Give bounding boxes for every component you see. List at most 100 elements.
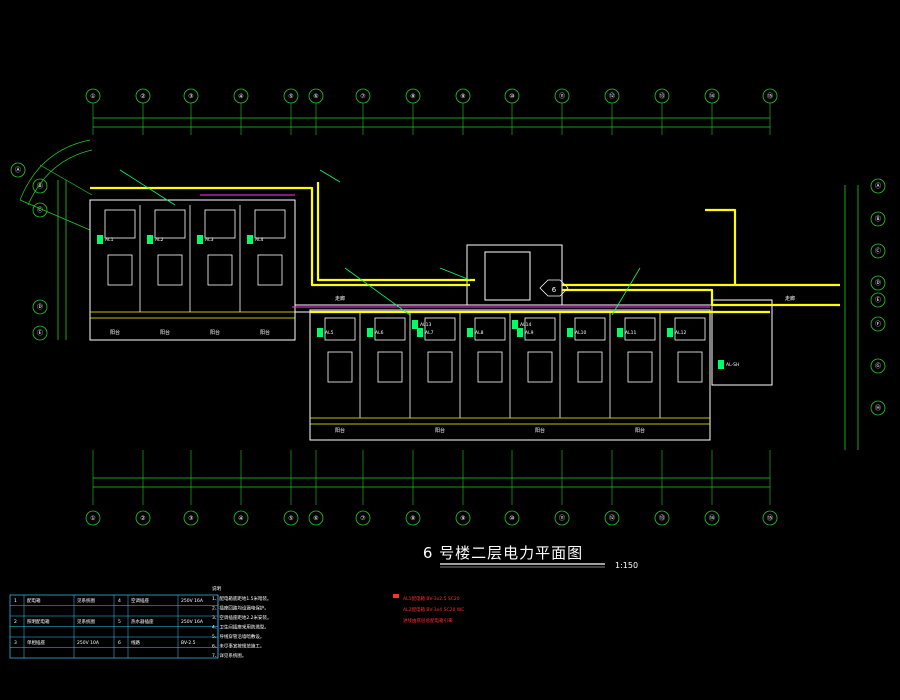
legend-symbol: 热水器插座 <box>131 618 154 625</box>
grid-bubble-top: ① <box>85 88 101 104</box>
legend-spec: 250V 16A <box>181 619 204 625</box>
room-box <box>527 351 553 383</box>
room-label: 走廊 <box>335 295 345 302</box>
dimension-lines <box>57 117 859 488</box>
grid-bubble-label: ③ <box>188 93 193 100</box>
grid-bubble-label: ⑭ <box>709 514 715 522</box>
bathroom-block <box>474 317 506 341</box>
building-tag: 6 <box>539 279 569 297</box>
grid-bubble-label: ⑮ <box>767 514 773 522</box>
panel-label: AL10 <box>575 330 586 336</box>
grid-bubble-label: Ⓒ <box>37 206 43 214</box>
grid-bubble-label: ⑧ <box>410 515 415 522</box>
power-circuits <box>90 182 840 314</box>
panel-box: AL3 <box>197 235 214 244</box>
room-box <box>427 351 453 383</box>
curved-dimension-arc <box>19 139 93 231</box>
grid-bubble-label: Ⓔ <box>875 296 881 304</box>
grid-bubble-label: Ⓒ <box>875 247 881 255</box>
room-box <box>477 351 503 383</box>
grid-bubble-top: ⑦ <box>355 88 371 104</box>
panel-label: AL1 <box>105 237 114 243</box>
drawing-scale: 1:150 <box>615 561 638 570</box>
grid-bubble-left: Ⓐ <box>10 162 26 178</box>
note-line: 5、导线穿管沿墙暗敷设。 <box>212 633 264 640</box>
branch-circuits-green <box>119 169 641 316</box>
room-label: 阳台 <box>210 329 220 336</box>
panel-label: AL13 <box>420 322 431 328</box>
grid-bubble-top: ② <box>135 88 151 104</box>
legend-symbol: 配电箱 <box>27 597 41 604</box>
room-box <box>677 351 703 383</box>
grid-bubble-label: ④ <box>238 93 243 100</box>
panel-box: AL4 <box>247 235 264 244</box>
bathroom-block <box>254 209 286 239</box>
grid-bubble-label: ⑭ <box>709 92 715 100</box>
grid-bubble-bottom: ⑬ <box>654 510 670 526</box>
room-label: 阳台 <box>260 329 270 336</box>
grid-bubble-label: Ⓗ <box>875 404 881 412</box>
panel-label: AL-SH <box>726 362 739 368</box>
grid-bubble-right: Ⓓ <box>870 275 886 291</box>
grid-bubble-label: ⑩ <box>509 93 514 100</box>
panel-box: AL9 <box>517 328 534 337</box>
grid-bubble-label: ② <box>140 515 145 522</box>
grid-bubble-top: ⑧ <box>405 88 421 104</box>
bathroom-block <box>624 317 656 341</box>
panel-label: AL6 <box>375 330 384 336</box>
room-label: 阳台 <box>110 329 120 336</box>
panel-box: AL7 <box>417 328 434 337</box>
grid-bubble-bottom: ③ <box>183 510 199 526</box>
grid-bubble-top: ⑫ <box>604 88 620 104</box>
drawing-title: 6 号楼二层电力平面图 <box>423 544 583 562</box>
grid-bubble-label: ⑤ <box>288 515 293 522</box>
grid-bubble-label: Ⓑ <box>37 182 43 190</box>
grid-bubble-bottom: ⑧ <box>405 510 421 526</box>
room-label: 阳台 <box>435 427 445 434</box>
grid-tick-lines <box>92 103 771 505</box>
grid-bubble-bottom: ② <box>135 510 151 526</box>
grid-bubble-top: ⑮ <box>762 88 778 104</box>
grid-bubble-label: ⑬ <box>659 92 665 100</box>
panel-box: AL10 <box>567 328 586 337</box>
legend-no: 3 <box>14 640 17 646</box>
grid-bubble-left: Ⓓ <box>32 299 48 315</box>
grid-bubble-bottom: ⑫ <box>604 510 620 526</box>
bathroom-block <box>674 317 706 341</box>
grid-bubble-label: Ⓑ <box>875 215 881 223</box>
grid-bubble-label: Ⓖ <box>875 362 881 370</box>
grid-bubble-label: ⑫ <box>609 92 615 100</box>
grid-bubble-bottom: ⑨ <box>455 510 471 526</box>
panel-box: AL5 <box>317 328 334 337</box>
grid-bubble-right: Ⓗ <box>870 400 886 416</box>
note-line: 6、未尽事宜按规范施工。 <box>212 643 264 650</box>
room-partitions <box>104 205 706 418</box>
grid-bubble-label: ⑩ <box>509 515 514 522</box>
grid-bubble-bottom: ④ <box>233 510 249 526</box>
panel-label: AL4 <box>255 237 264 243</box>
grid-bubble-label: ⑥ <box>313 93 318 100</box>
grid-bubble-top: ⑩ <box>504 88 520 104</box>
note-line: 1、配电箱底距地1.5米暗装。 <box>212 595 272 602</box>
panel-box: AL14 <box>512 320 531 329</box>
room-label: 阳台 <box>160 329 170 336</box>
panel-label: AL9 <box>525 330 534 336</box>
grid-bubble-top: ⑭ <box>704 88 720 104</box>
grid-bubble-right: Ⓔ <box>870 292 886 308</box>
grid-bubble-label: ⑨ <box>460 515 465 522</box>
legend-symbol: 空调插座 <box>131 597 149 604</box>
room-label: 阳台 <box>535 427 545 434</box>
grid-bubble-top: ⑨ <box>455 88 471 104</box>
legend-no: 1 <box>14 598 17 604</box>
grid-bubble-label: Ⓓ <box>875 279 881 287</box>
room-label: 阳台 <box>635 427 645 434</box>
legend-spec: BV-2.5 <box>181 640 196 646</box>
grid-bubble-label: ⑤ <box>288 93 293 100</box>
grid-bubble-label: Ⓐ <box>875 182 881 190</box>
panel-box: AL12 <box>667 328 686 337</box>
grid-bubble-label: ⑧ <box>410 93 415 100</box>
